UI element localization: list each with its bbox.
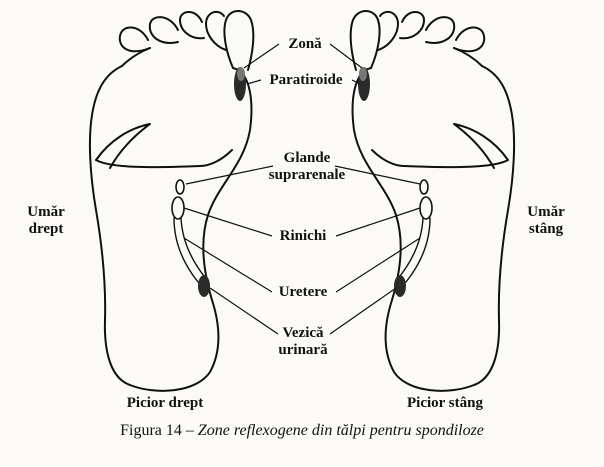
right-foot-kidney [171,196,185,220]
figure-caption: Figura 14 – Zone reflexogene din tălpi p… [0,422,604,440]
right-foot-outline [88,65,253,392]
right-foot-ureter [173,217,199,283]
label-glande-line1: Glande [283,150,331,166]
left-foot-kidney [419,196,433,220]
left-foot-shoulder-zone [453,123,509,169]
left-foot-toe-3 [399,11,425,40]
label-umar-drept-line1: Umăr [27,204,65,220]
label-vezica-line1: Vezică [282,325,324,341]
left-foot-adrenal-gland [419,179,429,195]
left-foot-toe-5 [453,26,486,53]
left-foot-toe-2 [377,10,399,51]
label-umar-drept-line2: drept [28,221,64,237]
caption-title: Zone reflexogene din tălpi pentru spondi… [197,422,484,439]
label-umar-drept: Umăr drept [20,204,72,238]
left-foot-toe-4 [425,16,456,44]
left-foot-toe-base [453,47,483,67]
label-glande-line2: suprarenale [268,167,346,183]
right-foot-bladder-zone [198,275,210,297]
right-foot-shoulder-zone [95,123,151,169]
label-vezica-urinara: Vezică urinară [270,325,336,359]
left-foot-ureter [405,217,431,283]
right-foot-toe-4 [148,16,179,44]
left-foot [349,10,516,392]
label-uretere: Uretere [278,284,328,300]
right-foot-toe-base [121,47,151,67]
left-foot-bladder-zone [394,275,406,297]
right-foot-big-toe [223,10,255,71]
left-foot-outline [351,65,516,392]
label-paratiroide: Paratiroide [269,72,343,88]
label-zona: Zonă [288,36,322,52]
leader-lines [183,43,421,335]
label-picior-drept: Picior drept [126,395,204,411]
right-foot [88,10,255,392]
label-umar-stang-line1: Umăr [527,204,565,220]
right-foot-toe-2 [205,10,227,51]
label-picior-stang: Picior stâng [407,395,483,411]
left-foot-big-toe [349,10,381,71]
right-foot-toe-3 [179,11,205,40]
label-vezica-line2: urinară [278,342,328,358]
label-umar-stang-line2: stâng [528,221,564,237]
label-umar-stang: Umăr stâng [520,204,572,238]
caption-prefix: Figura 14 – [120,422,198,439]
right-foot-toe-5 [118,26,151,53]
label-glande-suprarenale: Glande suprarenale [266,150,348,184]
right-foot-adrenal-gland [175,179,185,195]
label-rinichi: Rinichi [279,228,327,244]
